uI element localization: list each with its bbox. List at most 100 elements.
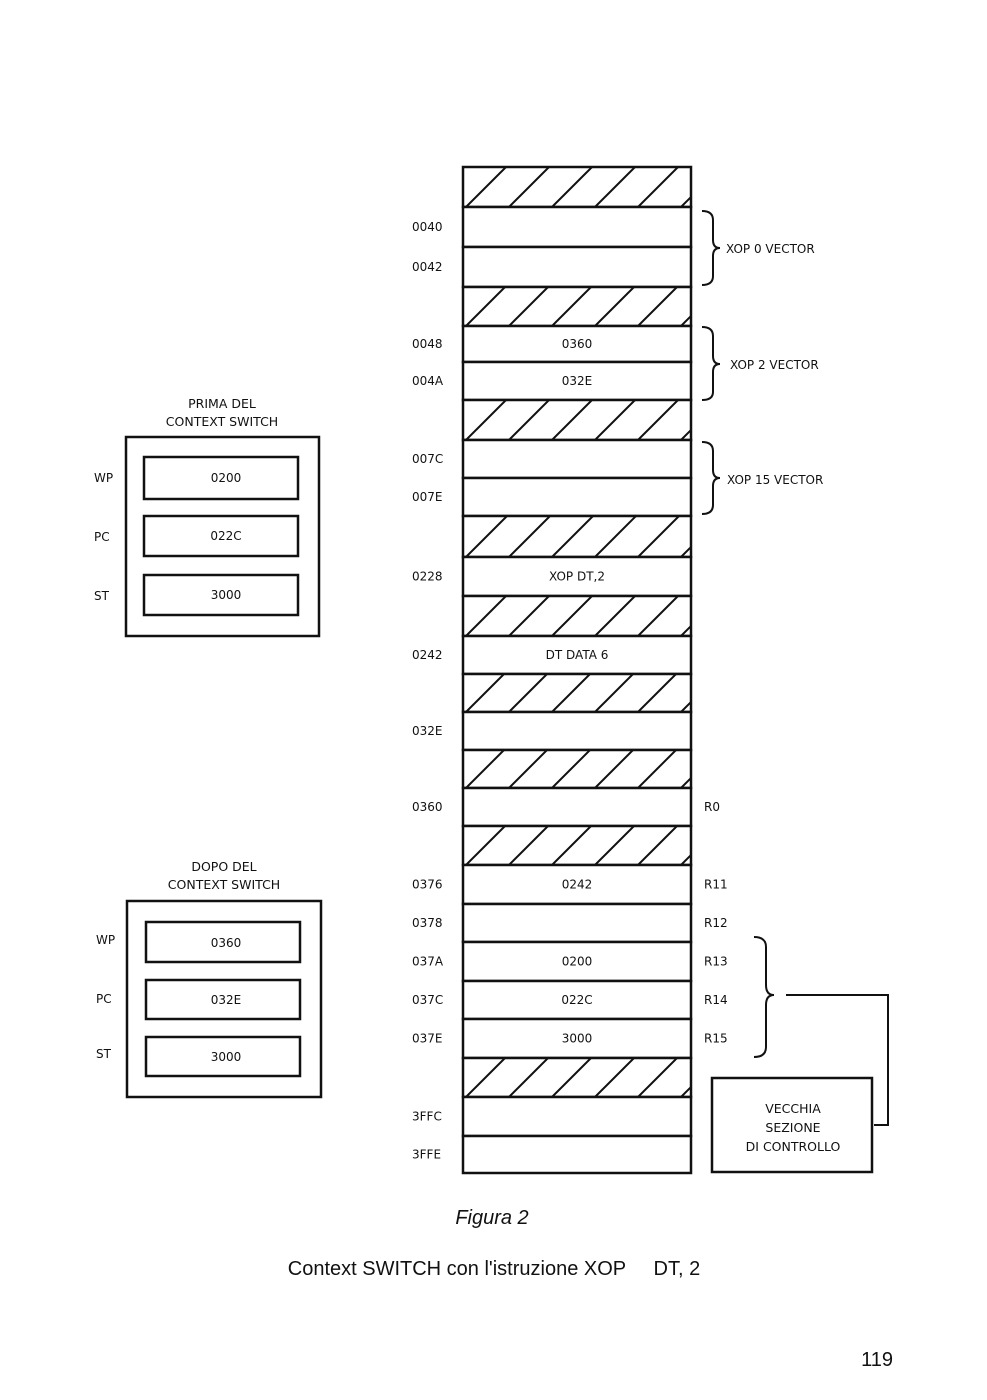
hatch-line xyxy=(594,1058,635,1097)
hatch-line xyxy=(465,596,507,636)
hatch-line xyxy=(508,750,548,788)
memory-address: 0378 xyxy=(412,916,443,930)
memory-cell-box xyxy=(461,786,693,828)
old-control-line1: VECCHIA xyxy=(765,1101,821,1116)
memory-cell-box xyxy=(461,863,693,906)
hatch-line xyxy=(680,428,691,440)
xop2-brace xyxy=(701,326,721,401)
hatch-line xyxy=(680,195,691,207)
workspace-register-label: R14 xyxy=(704,993,728,1007)
old-control-line3: DI CONTROLLO xyxy=(746,1139,841,1154)
hatch-line xyxy=(594,596,636,636)
memory-content: XOP DT,2 xyxy=(549,570,605,584)
memory-cell-box xyxy=(461,1017,693,1060)
memory-content: 022C xyxy=(561,993,592,1007)
memory-address: 032E xyxy=(412,724,443,738)
hatch-line xyxy=(551,516,594,557)
hatch-line xyxy=(551,167,593,207)
memory-content: 032E xyxy=(562,374,593,388)
memory-cell-box xyxy=(461,1134,693,1175)
xop15-vector-label: XOP 15 VECTOR xyxy=(727,473,823,487)
memory-cell: 0228 XOP DT,2 xyxy=(412,555,693,598)
before-panel-frame xyxy=(124,435,321,638)
before-panel: PRIMA DEL CONTEXT SWITCH WP 0200 PC 022C… xyxy=(94,396,321,638)
after-pc-value: 032E xyxy=(211,993,242,1007)
memory-cell-box xyxy=(461,165,693,209)
memory-address: 037A xyxy=(412,955,444,969)
memory-address: 0360 xyxy=(412,800,443,814)
memory-cell-box xyxy=(461,245,693,289)
memory-address: 0228 xyxy=(412,570,443,584)
memory-cell: 0378 R12 xyxy=(412,902,728,944)
hatch-line xyxy=(724,596,764,636)
r13-r15-brace xyxy=(753,936,775,1058)
before-st-label: ST xyxy=(94,589,110,603)
hatch-line xyxy=(680,314,691,326)
hatch-line xyxy=(680,545,691,557)
before-st-register xyxy=(142,573,300,617)
hatch-line xyxy=(508,596,550,636)
memory-cell: 0040 xyxy=(412,205,693,249)
workspace-register-label: R0 xyxy=(704,800,720,814)
hatch-line xyxy=(508,1058,549,1097)
after-wp-label: WP xyxy=(96,933,115,947)
hatch-line xyxy=(423,1058,462,1097)
workspace-brace-connector xyxy=(753,936,889,1126)
hatch-pattern xyxy=(465,826,691,865)
xop0-brace xyxy=(701,210,721,286)
memory-address: 0048 xyxy=(412,337,443,351)
hatch-pattern xyxy=(463,400,764,440)
hatch-line xyxy=(724,167,764,207)
memory-gap-hatched xyxy=(461,398,764,442)
memory-cell-box xyxy=(461,594,693,638)
hatch-line xyxy=(423,287,462,326)
old-control-line2: SEZIONE xyxy=(765,1120,820,1135)
memory-address: 3FFC xyxy=(412,1110,442,1124)
memory-cell-box xyxy=(461,360,693,402)
hatch-pattern xyxy=(463,516,765,557)
memory-cell: 0360 R0 xyxy=(412,786,720,828)
hatch-line xyxy=(508,287,549,326)
memory-content: 0360 xyxy=(562,337,593,351)
hatch-pattern xyxy=(423,287,691,326)
after-panel-title-line2: CONTEXT SWITCH xyxy=(168,877,280,892)
memory-content: 0200 xyxy=(562,955,593,969)
memory-cell-box xyxy=(461,634,693,676)
memory-cell-box xyxy=(461,324,693,364)
memory-cell-box xyxy=(461,438,693,480)
hatch-line xyxy=(724,674,762,712)
memory-gap-hatched xyxy=(461,514,765,559)
hatch-pattern xyxy=(465,750,762,788)
hatch-line xyxy=(724,400,764,440)
figure-caption: Context SWITCH con l'istruzione XOP DT, … xyxy=(288,1258,700,1280)
before-pc-label: PC xyxy=(94,530,110,544)
hatch-line xyxy=(637,287,678,326)
before-wp-register xyxy=(142,455,300,501)
before-panel-title-line2: CONTEXT SWITCH xyxy=(166,414,278,429)
hatch-line xyxy=(508,400,550,440)
after-st-value: 3000 xyxy=(211,1050,242,1064)
memory-address: 0040 xyxy=(412,220,443,234)
workspace-register-label: R12 xyxy=(704,916,728,930)
memory-gap-hatched xyxy=(461,594,764,638)
memory-gap-hatched xyxy=(461,824,693,867)
hatch-line xyxy=(637,400,679,440)
hatch-pattern xyxy=(423,1058,691,1097)
hatch-line xyxy=(594,826,635,865)
hatch-line xyxy=(637,674,677,712)
before-wp-label: WP xyxy=(94,471,113,485)
memory-content: DT DATA 6 xyxy=(546,648,609,662)
hatch-line xyxy=(724,750,762,788)
hatch-line xyxy=(463,400,464,402)
old-control-section-box xyxy=(710,1076,874,1174)
hatch-line xyxy=(724,516,765,557)
vector-braces: XOP 0 VECTOR XOP 2 VECTOR XOP 15 VECTOR xyxy=(701,210,823,515)
memory-cell-box xyxy=(461,979,693,1021)
hatch-line xyxy=(637,596,679,636)
memory-cell: 032E xyxy=(412,710,693,752)
hatch-line xyxy=(637,167,679,207)
